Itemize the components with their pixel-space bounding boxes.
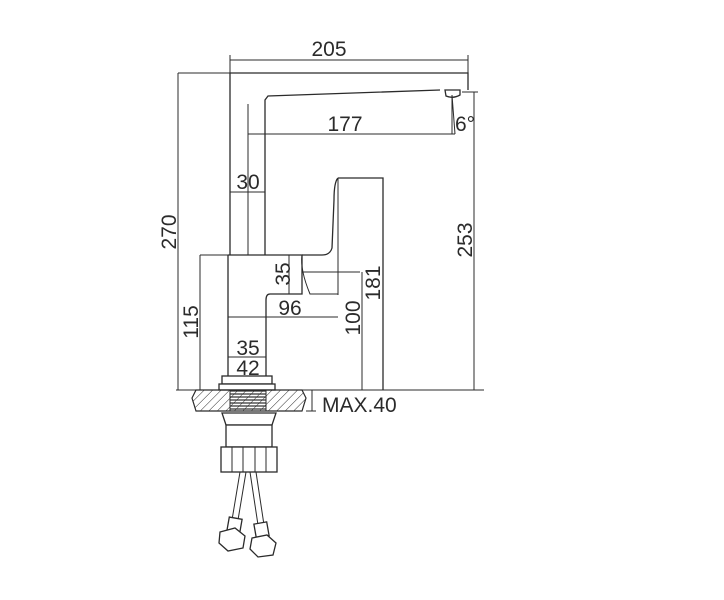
label-column-width: 30 [236,171,259,194]
deck-section [176,389,484,412]
dimension-labels: 205 177 6° 30 270 115 253 181 35 100 96 … [158,38,477,417]
label-body-height: 115 [180,305,203,338]
mounting-shank [220,412,278,473]
label-lever-height: 181 [362,265,385,300]
label-offset-height: 100 [342,300,365,335]
label-lever-block: 35 [272,262,295,285]
supply-hoses [218,471,277,558]
label-max-deck: MAX.40 [322,394,397,417]
label-spout-reach: 177 [327,113,362,136]
label-spout-height: 253 [454,222,477,257]
label-spout-angle: 6° [455,113,475,136]
label-body-depth: 96 [278,297,301,320]
label-base-inner: 35 [236,337,259,360]
label-base-outer: 42 [236,357,259,380]
label-overall-width: 205 [311,38,346,61]
label-overall-height: 270 [158,214,181,249]
dimension-lines [177,55,478,412]
